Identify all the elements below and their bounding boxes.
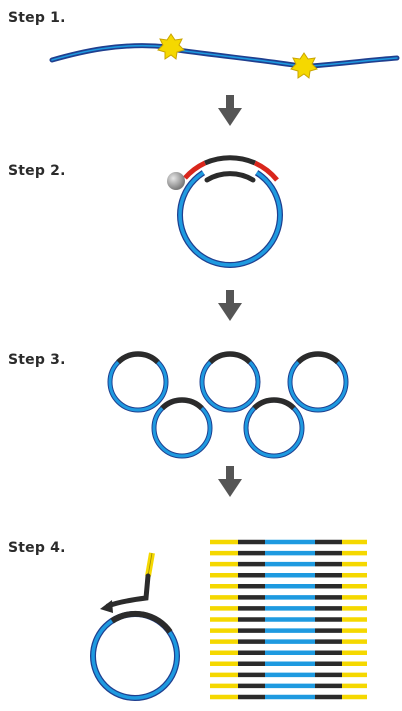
step-4-rolling-circle — [90, 552, 180, 701]
down-arrow-icon — [218, 290, 242, 321]
step-4-fragment-library — [210, 539, 367, 700]
black-arc — [252, 397, 296, 411]
grey-sphere-icon — [167, 172, 185, 190]
step-2-label: Step 2. — [8, 163, 66, 179]
red-arc-right — [253, 160, 279, 182]
library-circle — [199, 351, 261, 413]
step-3-label: Step 3. — [8, 352, 66, 368]
arrowhead-icon — [100, 600, 113, 613]
black-arc-top — [203, 155, 257, 166]
black-arc — [160, 397, 204, 411]
step-1-label: Step 1. — [8, 10, 66, 26]
red-arc-left — [183, 160, 207, 180]
black-extension — [105, 573, 151, 609]
library-circle — [243, 397, 305, 459]
step-4-label: Step 4. — [8, 540, 66, 556]
yellow-star-icon — [157, 33, 185, 60]
yellow-primer — [145, 552, 155, 577]
yellow-star-icon — [290, 52, 318, 79]
black-arc — [208, 351, 252, 365]
step-2-circularization — [167, 155, 283, 268]
step-1-dna-strand — [49, 33, 400, 79]
step-3-circle-library — [107, 351, 349, 459]
black-arc — [116, 351, 160, 365]
library-circle — [107, 351, 169, 413]
black-arc — [296, 351, 340, 365]
down-arrow-icon — [218, 466, 242, 497]
library-circle — [287, 351, 349, 413]
library-circle — [151, 397, 213, 459]
inner-black-arc — [204, 171, 256, 183]
down-arrow-icon — [218, 95, 242, 126]
